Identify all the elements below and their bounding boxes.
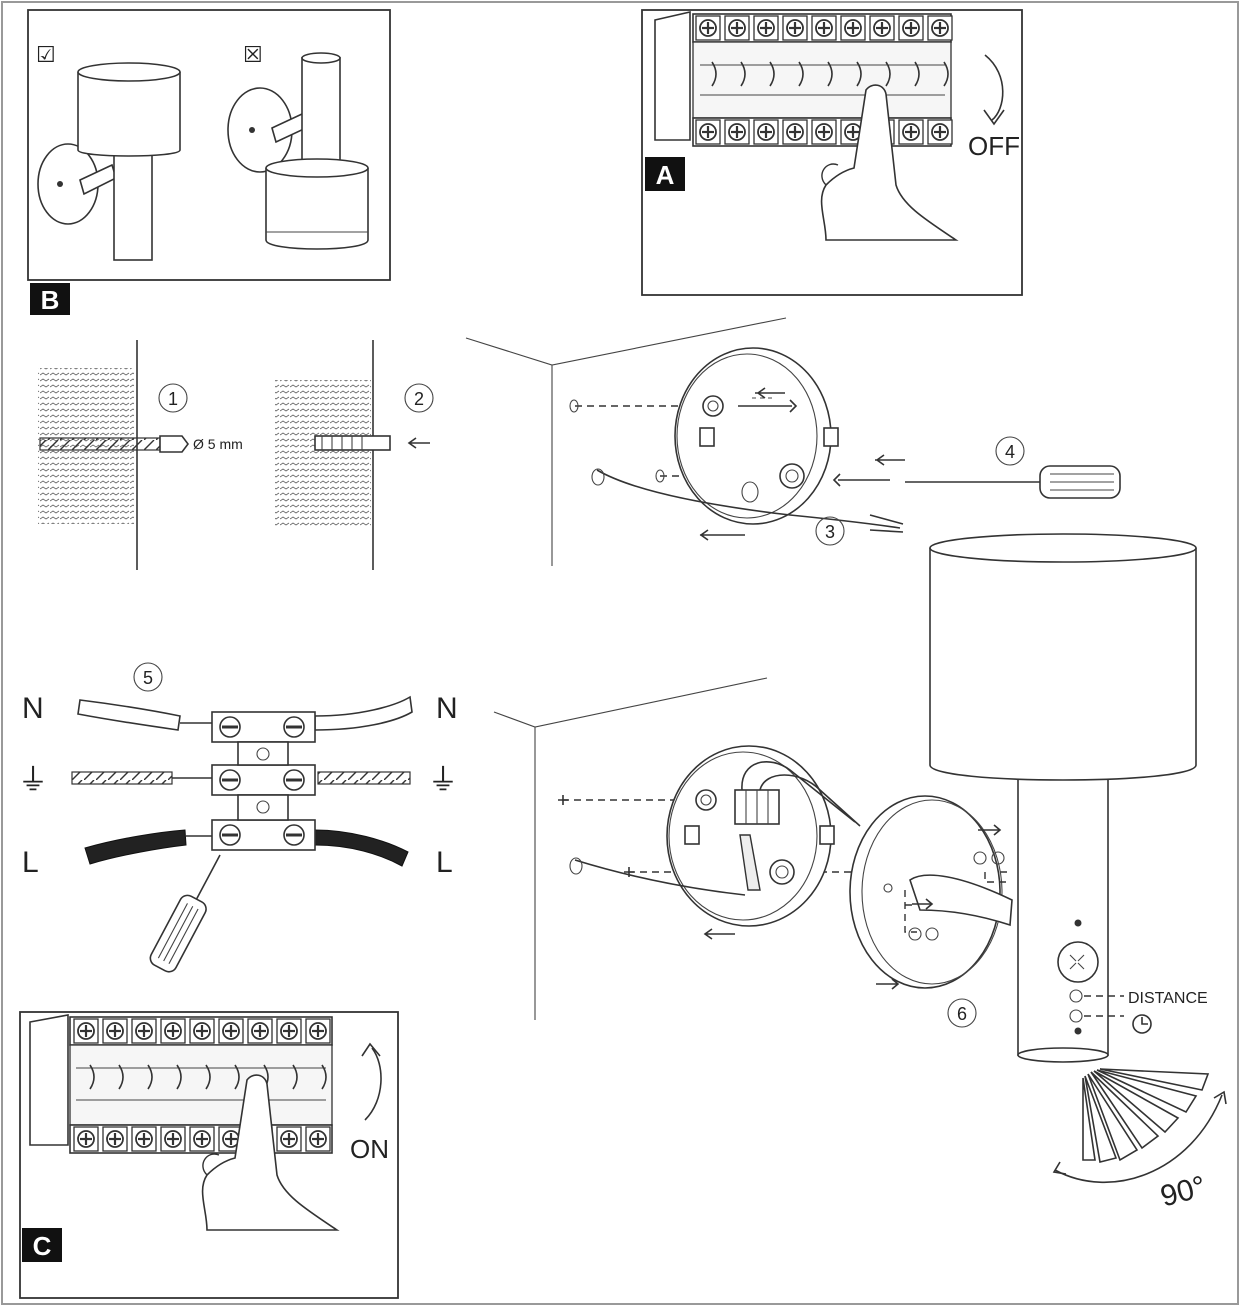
panel-b: ☑ ☒ B (27, 9, 391, 315)
badge-b-label: B (41, 285, 60, 315)
arrow-left-icon (407, 437, 430, 449)
supply-cable (596, 469, 904, 533)
step-3-4-mount-base: 4 3 (465, 317, 1121, 566)
terminal-block (211, 711, 316, 851)
arrow-left-icon (875, 454, 905, 466)
neutral-label-left: N (22, 692, 44, 725)
badge-a (645, 157, 685, 191)
on-arrow (364, 1047, 382, 1121)
earth-wire-right (317, 771, 411, 785)
arrow-right-icon (912, 898, 934, 910)
panel-c: ON C (19, 1011, 399, 1299)
drill-bit (39, 437, 161, 451)
breaker-panel-on (29, 1014, 333, 1154)
motion-sensor-icon (1057, 941, 1099, 983)
screwdriver-icon (905, 465, 1121, 499)
badge-b (30, 283, 70, 315)
lamp-wrong-orientation (227, 52, 369, 250)
badge-a-label: A (656, 160, 675, 190)
distance-label: DISTANCE (1128, 990, 1208, 1007)
arrow-right-icon (876, 978, 900, 990)
step-2-insert-plug: 2 (275, 340, 434, 570)
step-2-number: 2 (414, 389, 424, 409)
step-5-wiring: 5 N N ⏚ ⏚ L L (18, 662, 458, 973)
correct-mark: ☑ (36, 42, 56, 67)
wrong-mark: ☒ (243, 42, 263, 67)
badge-c-label: C (33, 1231, 52, 1261)
neutral-wire-right (314, 695, 413, 731)
badge-c (22, 1228, 62, 1262)
screw-top (738, 399, 798, 413)
step-3-number: 3 (825, 522, 835, 542)
step-4-number: 4 (1005, 442, 1015, 462)
panel-a: OFF A (641, 9, 1023, 296)
live-wire-right (314, 829, 409, 867)
earth-symbol-right: ⏚ (428, 764, 458, 797)
earth-symbol-left: ⏚ (18, 764, 48, 797)
neutral-label-right: N (436, 692, 458, 725)
on-label: ON (350, 1134, 389, 1164)
clock-icon (1132, 1014, 1152, 1034)
screwdriver-icon (149, 854, 221, 973)
live-label-left: L (22, 846, 39, 879)
angle-label: 90° (1157, 1170, 1209, 1214)
earth-wire-left (71, 771, 173, 785)
neutral-wire-left (77, 699, 181, 731)
lamp-body (929, 533, 1197, 1063)
mounting-base-wired (666, 745, 861, 927)
detection-angle-fan (1052, 1068, 1227, 1183)
step-5-number: 5 (143, 668, 153, 688)
drill-size-label: Ø 5 mm (193, 436, 243, 452)
arrow-right-icon (978, 824, 1002, 836)
distance-knob-icon (1069, 989, 1083, 1003)
step-1-drill-hole: 1 Ø 5 mm (38, 340, 243, 570)
screw-bottom (832, 473, 890, 487)
off-label: OFF (968, 131, 1020, 161)
step-6-number: 6 (957, 1004, 967, 1024)
mounting-base (674, 347, 839, 525)
lamp-correct-orientation (37, 62, 181, 261)
lamp-mounting-plate (849, 795, 1013, 989)
step-1-number: 1 (168, 389, 178, 409)
step-6-attach-lamp: 6 DISTANCE (493, 533, 1227, 1214)
live-label-right: L (436, 846, 453, 879)
timer-knob-icon (1069, 1009, 1083, 1023)
off-arrow (984, 54, 1004, 121)
breaker-panel-off (654, 10, 954, 147)
arrow-left-icon (755, 387, 785, 399)
live-wire-left (84, 829, 187, 865)
arrow-left-icon (699, 529, 745, 541)
supply-cable (574, 859, 746, 896)
arrow-left-icon (703, 928, 735, 940)
